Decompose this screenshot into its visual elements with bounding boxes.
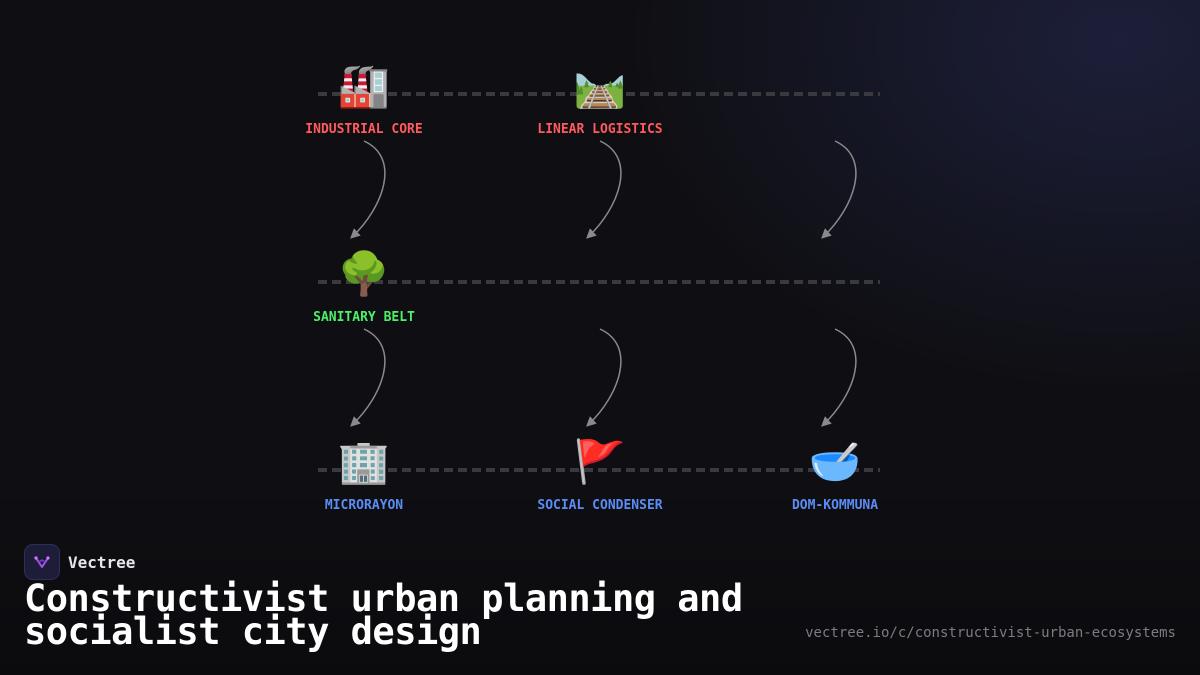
source-url[interactable]: vectree.io/c/constructivist-urban-ecosys…	[805, 625, 1176, 641]
flow-arrow	[821, 328, 857, 427]
page-title: Constructivist urban planning and social…	[24, 577, 743, 653]
flow-arrow	[350, 140, 386, 239]
flow-arrow	[586, 328, 622, 427]
node-sanitary-belt: 🌳 SANITARY BELT	[313, 248, 415, 325]
vectree-logo-icon	[24, 544, 60, 580]
bowl-with-spoon-icon: 🥣	[809, 437, 861, 486]
red-flag-icon: 🚩	[574, 437, 626, 486]
node-label: SANITARY BELT	[313, 310, 415, 325]
flow-arrow	[350, 328, 386, 427]
flow-arrow	[586, 140, 622, 239]
node-dom-kommuna: 🥣 DOM-KOMMUNA	[792, 437, 878, 513]
railway-track-icon: 🛤️	[574, 61, 626, 110]
node-social-condenser: 🚩 SOCIAL CONDENSER	[537, 437, 662, 513]
flow-arrow	[821, 140, 857, 239]
node-label: INDUSTRIAL CORE	[305, 122, 422, 137]
brand-name: Vectree	[68, 552, 136, 572]
factory-icon: 🏭	[338, 61, 390, 110]
node-label: LINEAR LOGISTICS	[537, 122, 662, 137]
tree-icon: 🌳	[338, 248, 390, 298]
node-label: MICRORAYON	[325, 498, 403, 513]
brand: Vectree	[24, 544, 135, 580]
node-linear-logistics: 🛤️ LINEAR LOGISTICS	[537, 61, 662, 137]
flow-diagram: 🏭 INDUSTRIAL CORE 🛤️ LINEAR LOGISTICS 🌳 SANIT…	[305, 61, 880, 513]
node-label: DOM-KOMMUNA	[792, 498, 878, 513]
node-industrial-core: 🏭 INDUSTRIAL CORE	[305, 61, 422, 137]
office-building-icon: 🏢	[338, 437, 390, 486]
node-microrayon: 🏢 MICRORAYON	[325, 437, 403, 513]
node-label: SOCIAL CONDENSER	[537, 498, 662, 513]
